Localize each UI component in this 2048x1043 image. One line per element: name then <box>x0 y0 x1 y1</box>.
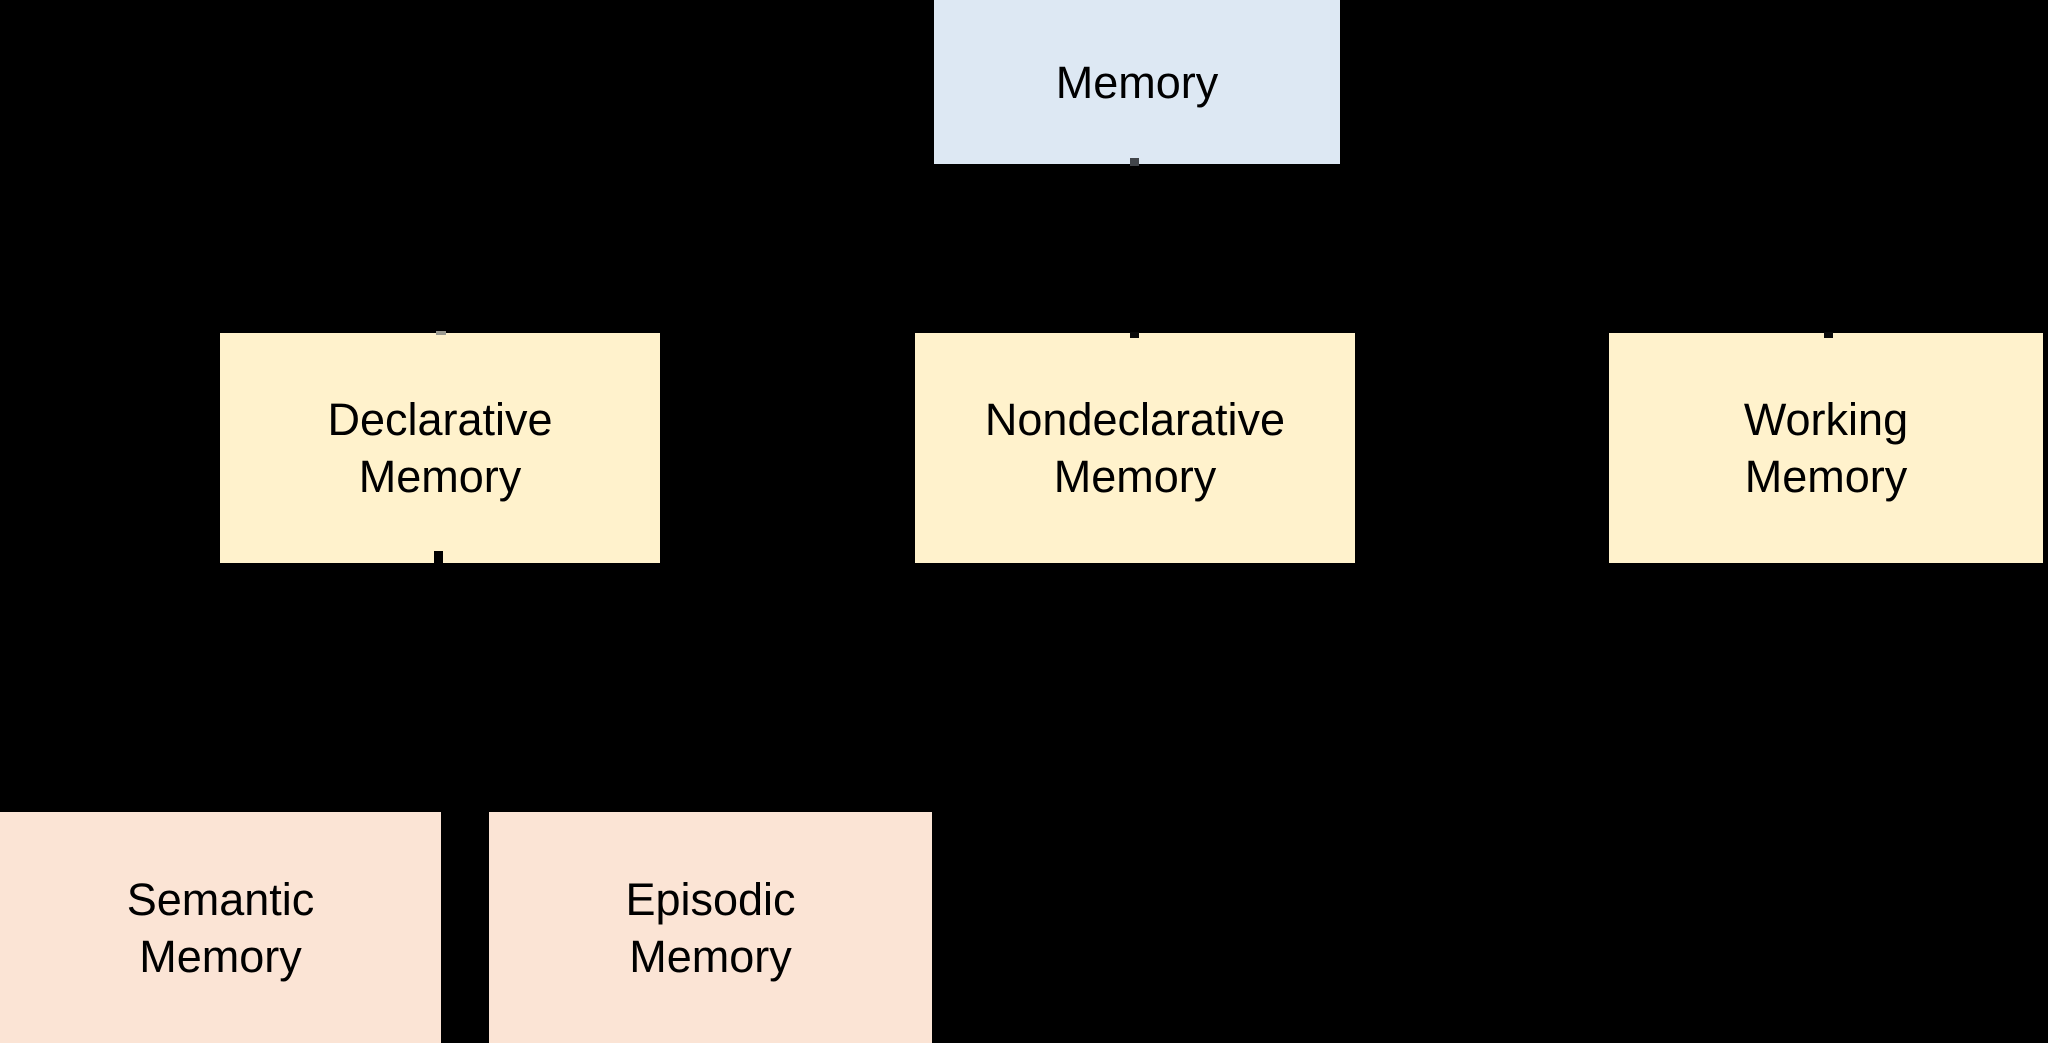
node-episodic-memory-line1: Episodic <box>625 873 796 925</box>
node-episodic-memory: Episodic Memory <box>489 812 932 1043</box>
node-semantic-memory-line2: Memory <box>139 930 302 982</box>
node-memory-line1: Memory <box>1055 56 1219 108</box>
node-semantic-memory-label: Semantic Memory <box>127 871 315 985</box>
node-declarative-memory-line2: Memory <box>358 451 522 502</box>
node-nondeclarative-memory-line2: Memory <box>1053 451 1217 502</box>
node-nondeclarative-memory: Nondeclarative Memory <box>915 333 1355 563</box>
node-declarative-memory-line1: Declarative <box>327 394 553 445</box>
node-episodic-memory-line2: Memory <box>629 930 792 982</box>
node-episodic-memory-label: Episodic Memory <box>625 871 795 985</box>
node-memory-label: Memory <box>1056 54 1219 111</box>
node-declarative-memory: Declarative Memory <box>220 333 660 563</box>
connector-stub-nondeclarative-top <box>1130 332 1139 338</box>
node-nondeclarative-memory-line1: Nondeclarative <box>984 394 1286 445</box>
node-working-memory-line2: Memory <box>1744 451 1908 502</box>
node-working-memory-label: Working Memory <box>1744 391 1908 505</box>
connector-stub-declarative-bottom <box>434 551 443 563</box>
connector-stub-working-top <box>1824 332 1833 338</box>
node-nondeclarative-memory-label: Nondeclarative Memory <box>985 391 1285 505</box>
node-semantic-memory: Semantic Memory <box>0 812 441 1043</box>
node-memory: Memory <box>934 0 1340 164</box>
connector-stub-declarative-top <box>436 331 446 335</box>
connector-stub-memory-bottom <box>1130 158 1139 166</box>
node-working-memory-line1: Working <box>1743 394 1909 445</box>
node-declarative-memory-label: Declarative Memory <box>327 391 552 505</box>
node-working-memory: Working Memory <box>1609 333 2043 563</box>
node-semantic-memory-line1: Semantic <box>126 873 315 925</box>
